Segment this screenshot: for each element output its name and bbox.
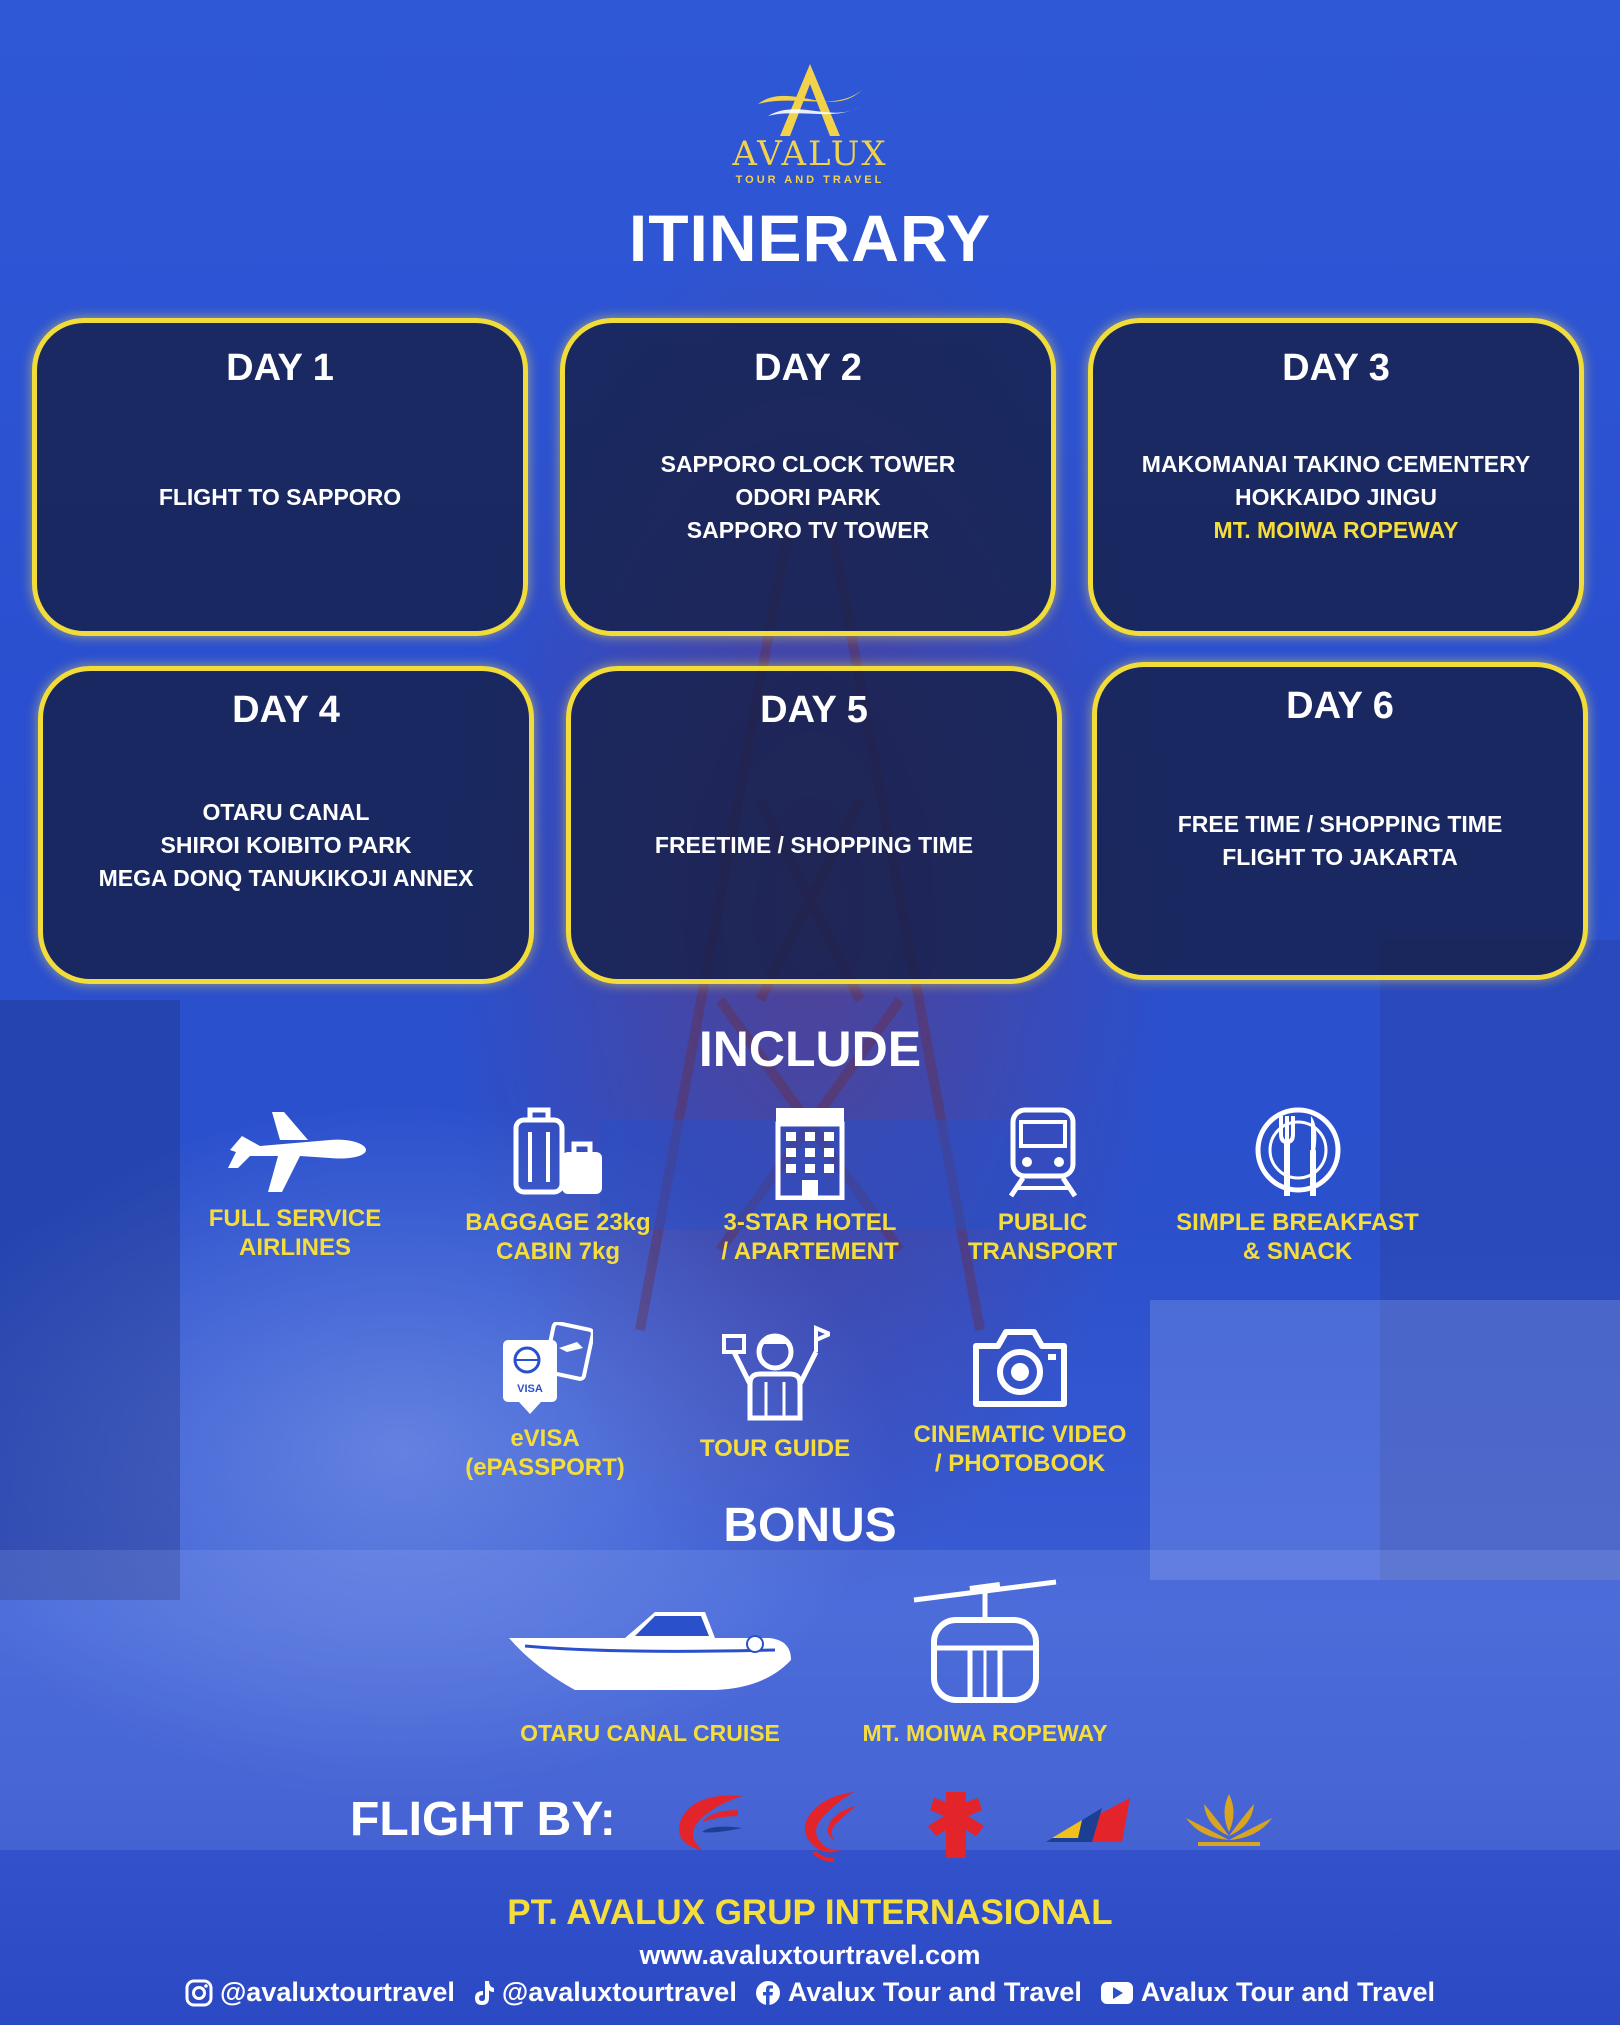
include-label: / PHOTOBOOK	[934, 1450, 1106, 1477]
include-label: PUBLIC	[997, 1209, 1088, 1236]
bonus-title: BONUS	[723, 1499, 897, 1552]
airline-logo-3-icon	[928, 1792, 984, 1858]
day-title: DAY 5	[760, 689, 868, 731]
brand-subtitle: TOUR AND TRAVEL	[735, 174, 885, 186]
day-activity: MAKOMANAI TAKINO CEMENTERY	[1141, 450, 1531, 477]
include-item-tour-guide: TOUR GUIDE	[680, 1322, 870, 1463]
social-tiktok[interactable]: @avaluxtourtravel	[473, 1977, 737, 2008]
instagram-icon	[185, 1979, 213, 2006]
bonus-label: OTARU CANAL CRUISE	[520, 1720, 780, 1746]
tour-guide-icon	[722, 1324, 830, 1421]
day-activity: FREE TIME / SHOPPING TIME	[1177, 811, 1503, 837]
day-activity: FLIGHT TO JAKARTA	[1222, 844, 1458, 870]
boat-icon	[509, 1612, 791, 1690]
include-label: & SNACK	[1242, 1238, 1353, 1265]
brand-name: AVALUX	[732, 134, 888, 174]
social-youtube[interactable]: Avalux Tour and Travel	[1100, 1977, 1435, 2008]
airline-logo-1-icon	[678, 1795, 742, 1850]
social-handle: Avalux Tour and Travel	[1140, 1977, 1436, 2007]
plate-cutlery-icon	[1255, 1107, 1340, 1196]
day-card-3: DAY 3 MAKOMANAI TAKINO CEMENTERY HOKKAID…	[1088, 318, 1584, 636]
visa-passport-icon: VISA	[503, 1322, 593, 1414]
flight-by-label: FLIGHT BY:	[350, 1793, 616, 1846]
social-handle: @avaluxtourtravel	[219, 1977, 455, 2007]
include-label: FULL SERVICE	[208, 1205, 382, 1232]
facebook-icon	[755, 1980, 780, 2005]
cable-car-icon	[913, 1579, 1057, 1703]
hotel-icon	[775, 1108, 845, 1200]
include-label: TRANSPORT	[967, 1238, 1118, 1265]
include-title: INCLUDE	[698, 1021, 922, 1077]
day-activity: MEGA DONQ TANUKIKOJI ANNEX	[98, 864, 474, 891]
day-title: DAY 2	[754, 347, 862, 389]
avalux-swoosh-icon	[758, 64, 862, 136]
day-title: DAY 3	[1282, 347, 1390, 389]
bonus-label: MT. MOIWA ROPEWAY	[862, 1720, 1108, 1746]
airplane-icon	[228, 1112, 366, 1192]
include-label: / APARTEMENT	[721, 1238, 899, 1265]
social-handle: @avaluxtourtravel	[501, 1977, 737, 2007]
include-label: 3-STAR HOTEL	[723, 1209, 897, 1236]
include-item-hotel: 3-STAR HOTEL/ APARTEMENT	[700, 1106, 920, 1266]
bonus-item-ropeway: MT. MOIWA ROPEWAY	[840, 1576, 1130, 1747]
day-card-5: DAY 5 FREETIME / SHOPPING TIME	[566, 666, 1062, 984]
camera-icon	[973, 1329, 1067, 1407]
airline-logo-5-icon	[1186, 1794, 1272, 1846]
train-icon	[1008, 1107, 1077, 1198]
company-name: PT. AVALUX GRUP INTERNASIONAL	[507, 1893, 1113, 1932]
day-title: DAY 1	[226, 347, 334, 389]
include-item-video: CINEMATIC VIDEO/ PHOTOBOOK	[896, 1322, 1144, 1478]
youtube-icon	[1100, 1981, 1133, 2004]
day-title: DAY 6	[1286, 685, 1394, 727]
day-card-2: DAY 2 SAPPORO CLOCK TOWER ODORI PARK SAP…	[560, 318, 1056, 636]
include-label: TOUR GUIDE	[699, 1435, 851, 1462]
social-instagram[interactable]: @avaluxtourtravel	[185, 1977, 455, 2008]
airline-logo-4-icon	[1046, 1798, 1130, 1842]
social-facebook[interactable]: Avalux Tour and Travel	[755, 1977, 1082, 2008]
brand-logo: AVALUX TOUR AND TRAVEL	[710, 60, 910, 190]
day-activity-highlight: MT. MOIWA ROPEWAY	[1213, 516, 1459, 543]
luggage-icon	[513, 1107, 602, 1195]
day-card-1: DAY 1 FLIGHT TO SAPPORO	[32, 318, 528, 636]
svg-text:VISA: VISA	[517, 1383, 543, 1395]
day-card-4: DAY 4 OTARU CANAL SHIROI KOIBITO PARK ME…	[38, 666, 534, 984]
tiktok-icon	[474, 1980, 494, 2005]
social-links: @avaluxtourtravel @avaluxtourtravel Aval…	[0, 1977, 1620, 2008]
day-activity: OTARU CANAL	[202, 798, 370, 825]
day-activity: HOKKAIDO JINGU	[1235, 483, 1437, 510]
day-activity: ODORI PARK	[735, 483, 881, 510]
day-title: DAY 4	[232, 689, 340, 731]
include-label: CINEMATIC VIDEO	[913, 1421, 1127, 1448]
day-activity: FLIGHT TO SAPPORO	[158, 483, 402, 510]
day-activity: SAPPORO CLOCK TOWER	[660, 450, 956, 477]
page-title: ITINERARY	[628, 201, 992, 275]
include-item-visa: VISA eVISA(ePASSPORT)	[450, 1322, 640, 1482]
day-card-6: DAY 6 FREE TIME / SHOPPING TIME FLIGHT T…	[1092, 662, 1588, 980]
include-label: (ePASSPORT)	[465, 1454, 625, 1481]
day-activity: FREETIME / SHOPPING TIME	[654, 831, 974, 858]
include-label: SIMPLE BREAKFAST	[1176, 1209, 1419, 1236]
include-label: CABIN 7kg	[495, 1238, 621, 1265]
website-link[interactable]: www.avaluxtourtravel.com	[639, 1940, 981, 1970]
include-label: eVISA	[510, 1425, 580, 1452]
day-activity: SAPPORO TV TOWER	[686, 516, 930, 543]
include-item-breakfast: SIMPLE BREAKFAST& SNACK	[1160, 1106, 1435, 1266]
include-label: BAGGAGE 23kg	[465, 1209, 651, 1236]
include-label: AIRLINES	[238, 1234, 351, 1261]
airline-logo-2-icon	[804, 1792, 856, 1862]
social-handle: Avalux Tour and Travel	[787, 1977, 1082, 2007]
bonus-item-cruise: OTARU CANAL CRUISE	[490, 1598, 810, 1747]
day-activity: SHIROI KOIBITO PARK	[160, 831, 412, 858]
